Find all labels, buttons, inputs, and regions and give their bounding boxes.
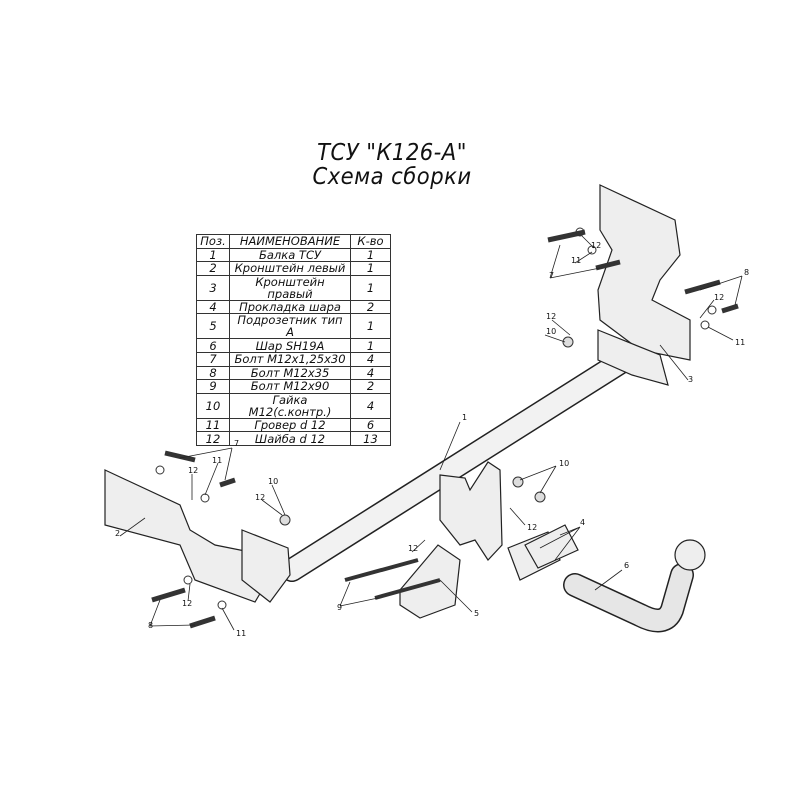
callout-label: 12: [182, 599, 192, 608]
callout-label: 5: [474, 609, 479, 618]
diagram-title: ТСУ "К126-А": [317, 140, 467, 166]
cell-name: Кронштейн правый: [229, 274, 351, 301]
center-plates: [439, 461, 503, 561]
callout-label: 1: [462, 413, 467, 422]
leader-lines: [119, 235, 743, 631]
left-mount-plate: [241, 529, 291, 603]
callout-label: 10: [559, 459, 569, 468]
cell-qty: 1: [350, 274, 391, 301]
callout-label: 4: [580, 518, 585, 527]
cell-qty: 13: [350, 431, 391, 446]
diagram-subtitle: Схема сборки: [312, 164, 472, 190]
bolts: [151, 227, 739, 629]
callout-label: 9: [337, 603, 342, 612]
callout-label: 8: [744, 268, 749, 277]
cell-name: Гайка М12(с.контр.): [229, 392, 351, 419]
cell-name: Шайба d 12: [229, 431, 351, 446]
callout-label: 11: [571, 256, 581, 265]
callout-label: 12: [408, 544, 418, 553]
tow-ball: [563, 539, 706, 633]
cell-pos: 12: [196, 431, 230, 446]
cell-qty: 1: [350, 313, 391, 340]
callout-label: 11: [212, 456, 222, 465]
cell-name: Подрозетник тип А: [229, 313, 351, 340]
ball-spacer: [524, 524, 579, 569]
right-mount-plate: [597, 329, 669, 386]
callout-label: 3: [688, 375, 693, 384]
cell-pos: 5: [196, 313, 230, 340]
callout-label: 7: [549, 271, 554, 280]
callout-label: 12: [546, 312, 556, 321]
callout-label: 7: [234, 439, 239, 448]
right-bracket: [597, 184, 691, 361]
callout-label: 2: [115, 529, 120, 538]
callout-label: 11: [236, 629, 246, 638]
callout-label: 6: [624, 561, 629, 570]
callout-label: 12: [714, 293, 724, 302]
callout-label: 8: [148, 621, 153, 630]
callout-label: 12: [255, 493, 265, 502]
callout-label: 10: [546, 327, 556, 336]
callout-label: 12: [188, 466, 198, 475]
callout-label: 12: [527, 523, 537, 532]
callout-label: 12: [591, 241, 601, 250]
callout-label: 10: [268, 477, 278, 486]
cell-qty: 4: [350, 392, 391, 419]
callout-label: 11: [735, 338, 745, 347]
